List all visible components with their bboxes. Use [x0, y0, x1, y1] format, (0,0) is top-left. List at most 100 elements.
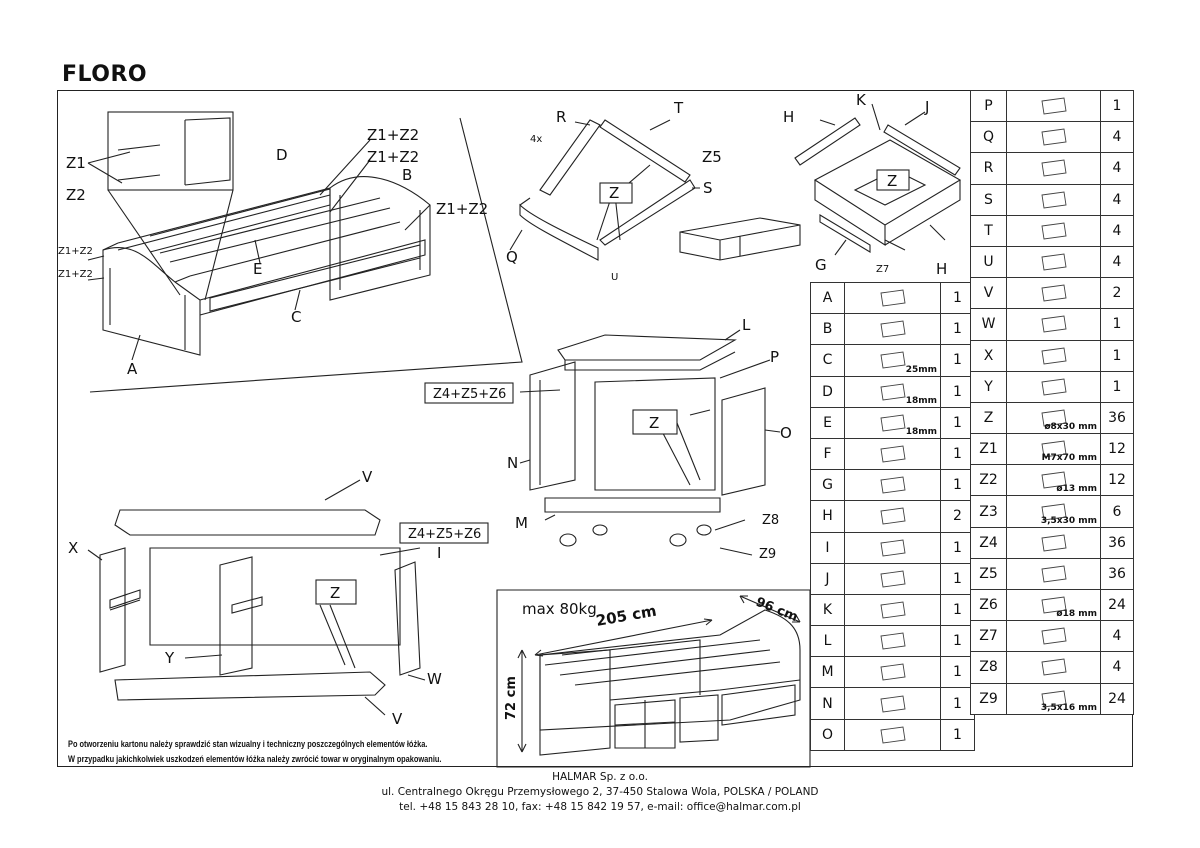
- label-c: C: [291, 308, 301, 326]
- part-quantity: 12: [1100, 464, 1134, 497]
- part-picture: [844, 469, 941, 502]
- part-quantity: 4: [1100, 152, 1134, 185]
- part-sketch-icon: [879, 695, 906, 713]
- label-s: S: [703, 179, 713, 197]
- part-picture: [844, 531, 941, 564]
- part-code: Z6: [970, 588, 1007, 622]
- part-picture: 3,5x30 mm: [1006, 495, 1101, 528]
- part-sketch-icon: [879, 414, 906, 432]
- dim-depth: 96 cm: [754, 595, 800, 625]
- part-code: Z9: [970, 682, 1007, 715]
- part-code: Z4: [970, 526, 1007, 559]
- part-picture: [844, 656, 941, 689]
- label-z1z2-e: Z1+Z2: [58, 269, 93, 280]
- part-quantity: 12: [1100, 433, 1134, 466]
- part-picture: [1006, 152, 1101, 185]
- part-picture: [1006, 557, 1101, 591]
- part-quantity: 2: [1100, 277, 1134, 310]
- label-t: T: [673, 99, 684, 117]
- part-quantity: 24: [1100, 588, 1134, 622]
- part-note: 3,5x16 mm: [1040, 702, 1097, 713]
- part-quantity: 1: [940, 718, 975, 751]
- part-quantity: 4: [1100, 245, 1134, 279]
- part-quantity: 36: [1100, 401, 1134, 435]
- part-code: V: [970, 277, 1007, 310]
- part-sketch-icon: [879, 632, 906, 650]
- part-sketch-icon: [1040, 658, 1067, 676]
- part-sketch-icon: [879, 320, 906, 338]
- label-d: D: [276, 146, 288, 164]
- label-g: G: [815, 256, 827, 274]
- part-code: G: [810, 469, 845, 502]
- part-sketch-icon: [1040, 284, 1067, 302]
- part-quantity: 4: [1100, 651, 1134, 684]
- label-n: N: [507, 454, 518, 472]
- label-z4z5z6-base: Z4+Z5+Z6: [408, 527, 481, 542]
- part-code: F: [810, 437, 845, 471]
- part-picture: [844, 718, 941, 751]
- label-z5: Z5: [702, 148, 722, 166]
- label-u: U: [611, 272, 618, 283]
- part-picture: ø13 mm: [1006, 464, 1101, 497]
- label-z-box: Z: [887, 172, 897, 190]
- part-picture: [1006, 308, 1101, 341]
- part-quantity: 4: [1100, 214, 1134, 247]
- part-quantity: 1: [940, 313, 975, 346]
- part-sketch-icon: [1040, 565, 1067, 583]
- part-picture: 18mm: [844, 406, 941, 439]
- part-code: P: [970, 89, 1007, 123]
- part-picture: [1006, 214, 1101, 247]
- label-z-drawer: Z: [609, 184, 619, 202]
- part-picture: 18mm: [844, 375, 941, 408]
- label-z1z2-d: Z1+Z2: [58, 246, 93, 257]
- company-name: HALMAR Sp. z o.o.: [552, 771, 648, 783]
- part-quantity: 1: [940, 344, 975, 377]
- drawer-exploded-drawing: [509, 119, 801, 261]
- part-sketch-icon: [1040, 440, 1067, 458]
- part-picture: [1006, 620, 1101, 653]
- inspection-note-line-1: Po otworzeniu kartonu należy sprawdzić s…: [68, 739, 428, 750]
- part-code: S: [970, 183, 1007, 216]
- part-picture: [1006, 526, 1101, 559]
- part-picture: [1006, 651, 1101, 684]
- cabinet-drawing: [519, 329, 781, 556]
- part-quantity: 36: [1100, 526, 1134, 559]
- label-4x: 4x: [530, 134, 542, 145]
- part-code: T: [970, 214, 1007, 247]
- part-sketch-icon: [879, 539, 906, 557]
- label-z1z2-b: Z1+Z2: [367, 148, 419, 166]
- label-z8: Z8: [762, 513, 779, 528]
- part-note: 3,5x30 mm: [1040, 515, 1097, 526]
- part-picture: 25mm: [844, 344, 941, 377]
- part-picture: [844, 687, 941, 720]
- part-quantity: 4: [1100, 183, 1134, 216]
- part-picture: [844, 500, 941, 533]
- part-picture: [1006, 121, 1101, 154]
- company-address: ul. Centralnego Okręgu Przemysłowego 2, …: [381, 786, 819, 798]
- part-code: O: [810, 718, 845, 751]
- label-v-top: V: [362, 468, 373, 486]
- dim-height: 72 cm: [504, 676, 519, 720]
- label-m: M: [515, 514, 528, 532]
- part-picture: [1006, 339, 1101, 372]
- label-x: X: [68, 539, 78, 557]
- part-quantity: 24: [1100, 682, 1134, 715]
- label-q: Q: [506, 248, 518, 266]
- part-sketch-icon: [879, 351, 906, 369]
